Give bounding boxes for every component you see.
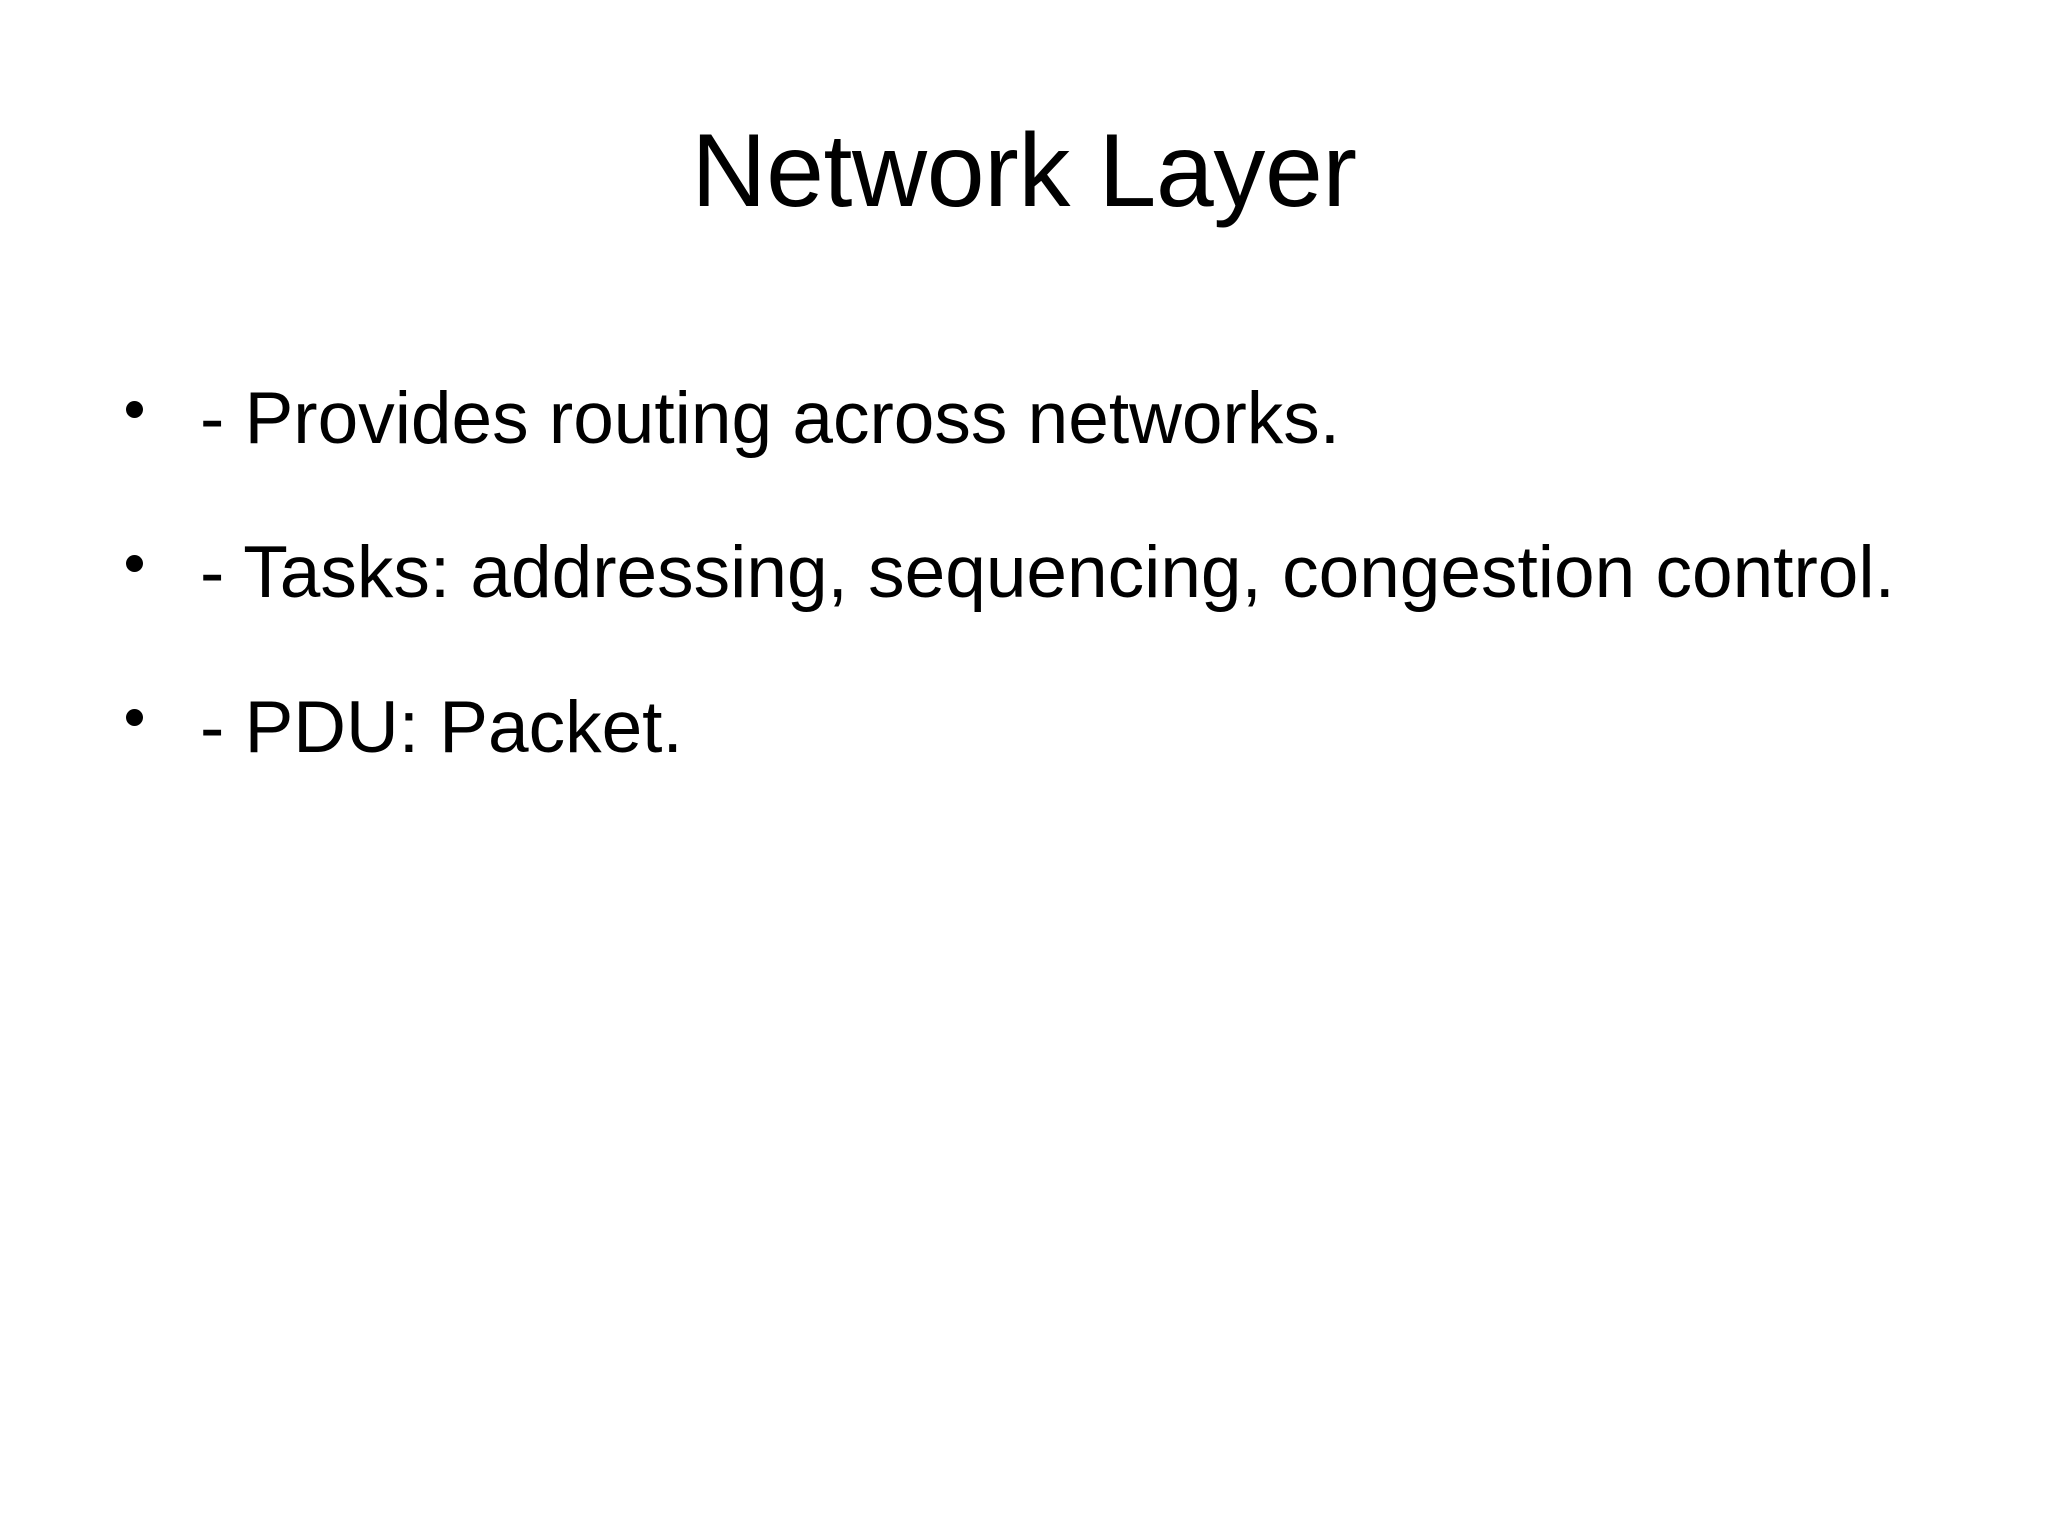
list-item: - Provides routing across networks. xyxy=(112,360,1912,478)
page-title: Network Layer xyxy=(691,113,1357,229)
list-item: - Tasks: addressing, sequencing, congest… xyxy=(112,514,1912,632)
list-item: - PDU: Packet. xyxy=(112,669,1912,787)
bullet-list: - Provides routing across networks. - Ta… xyxy=(112,360,1912,787)
bullet-point-icon xyxy=(126,400,143,418)
bullet-point-icon xyxy=(126,554,143,572)
list-item-label: - Provides routing across networks. xyxy=(200,378,1341,459)
list-item-label: - PDU: Packet. xyxy=(200,686,683,768)
slide-body-container: - Provides routing across networks. - Ta… xyxy=(112,360,1912,787)
bullet-point-icon xyxy=(126,709,143,726)
list-item-label: - Tasks: addressing, sequencing, congest… xyxy=(200,532,1895,614)
slide-title-container: Network Layer xyxy=(0,110,2048,233)
